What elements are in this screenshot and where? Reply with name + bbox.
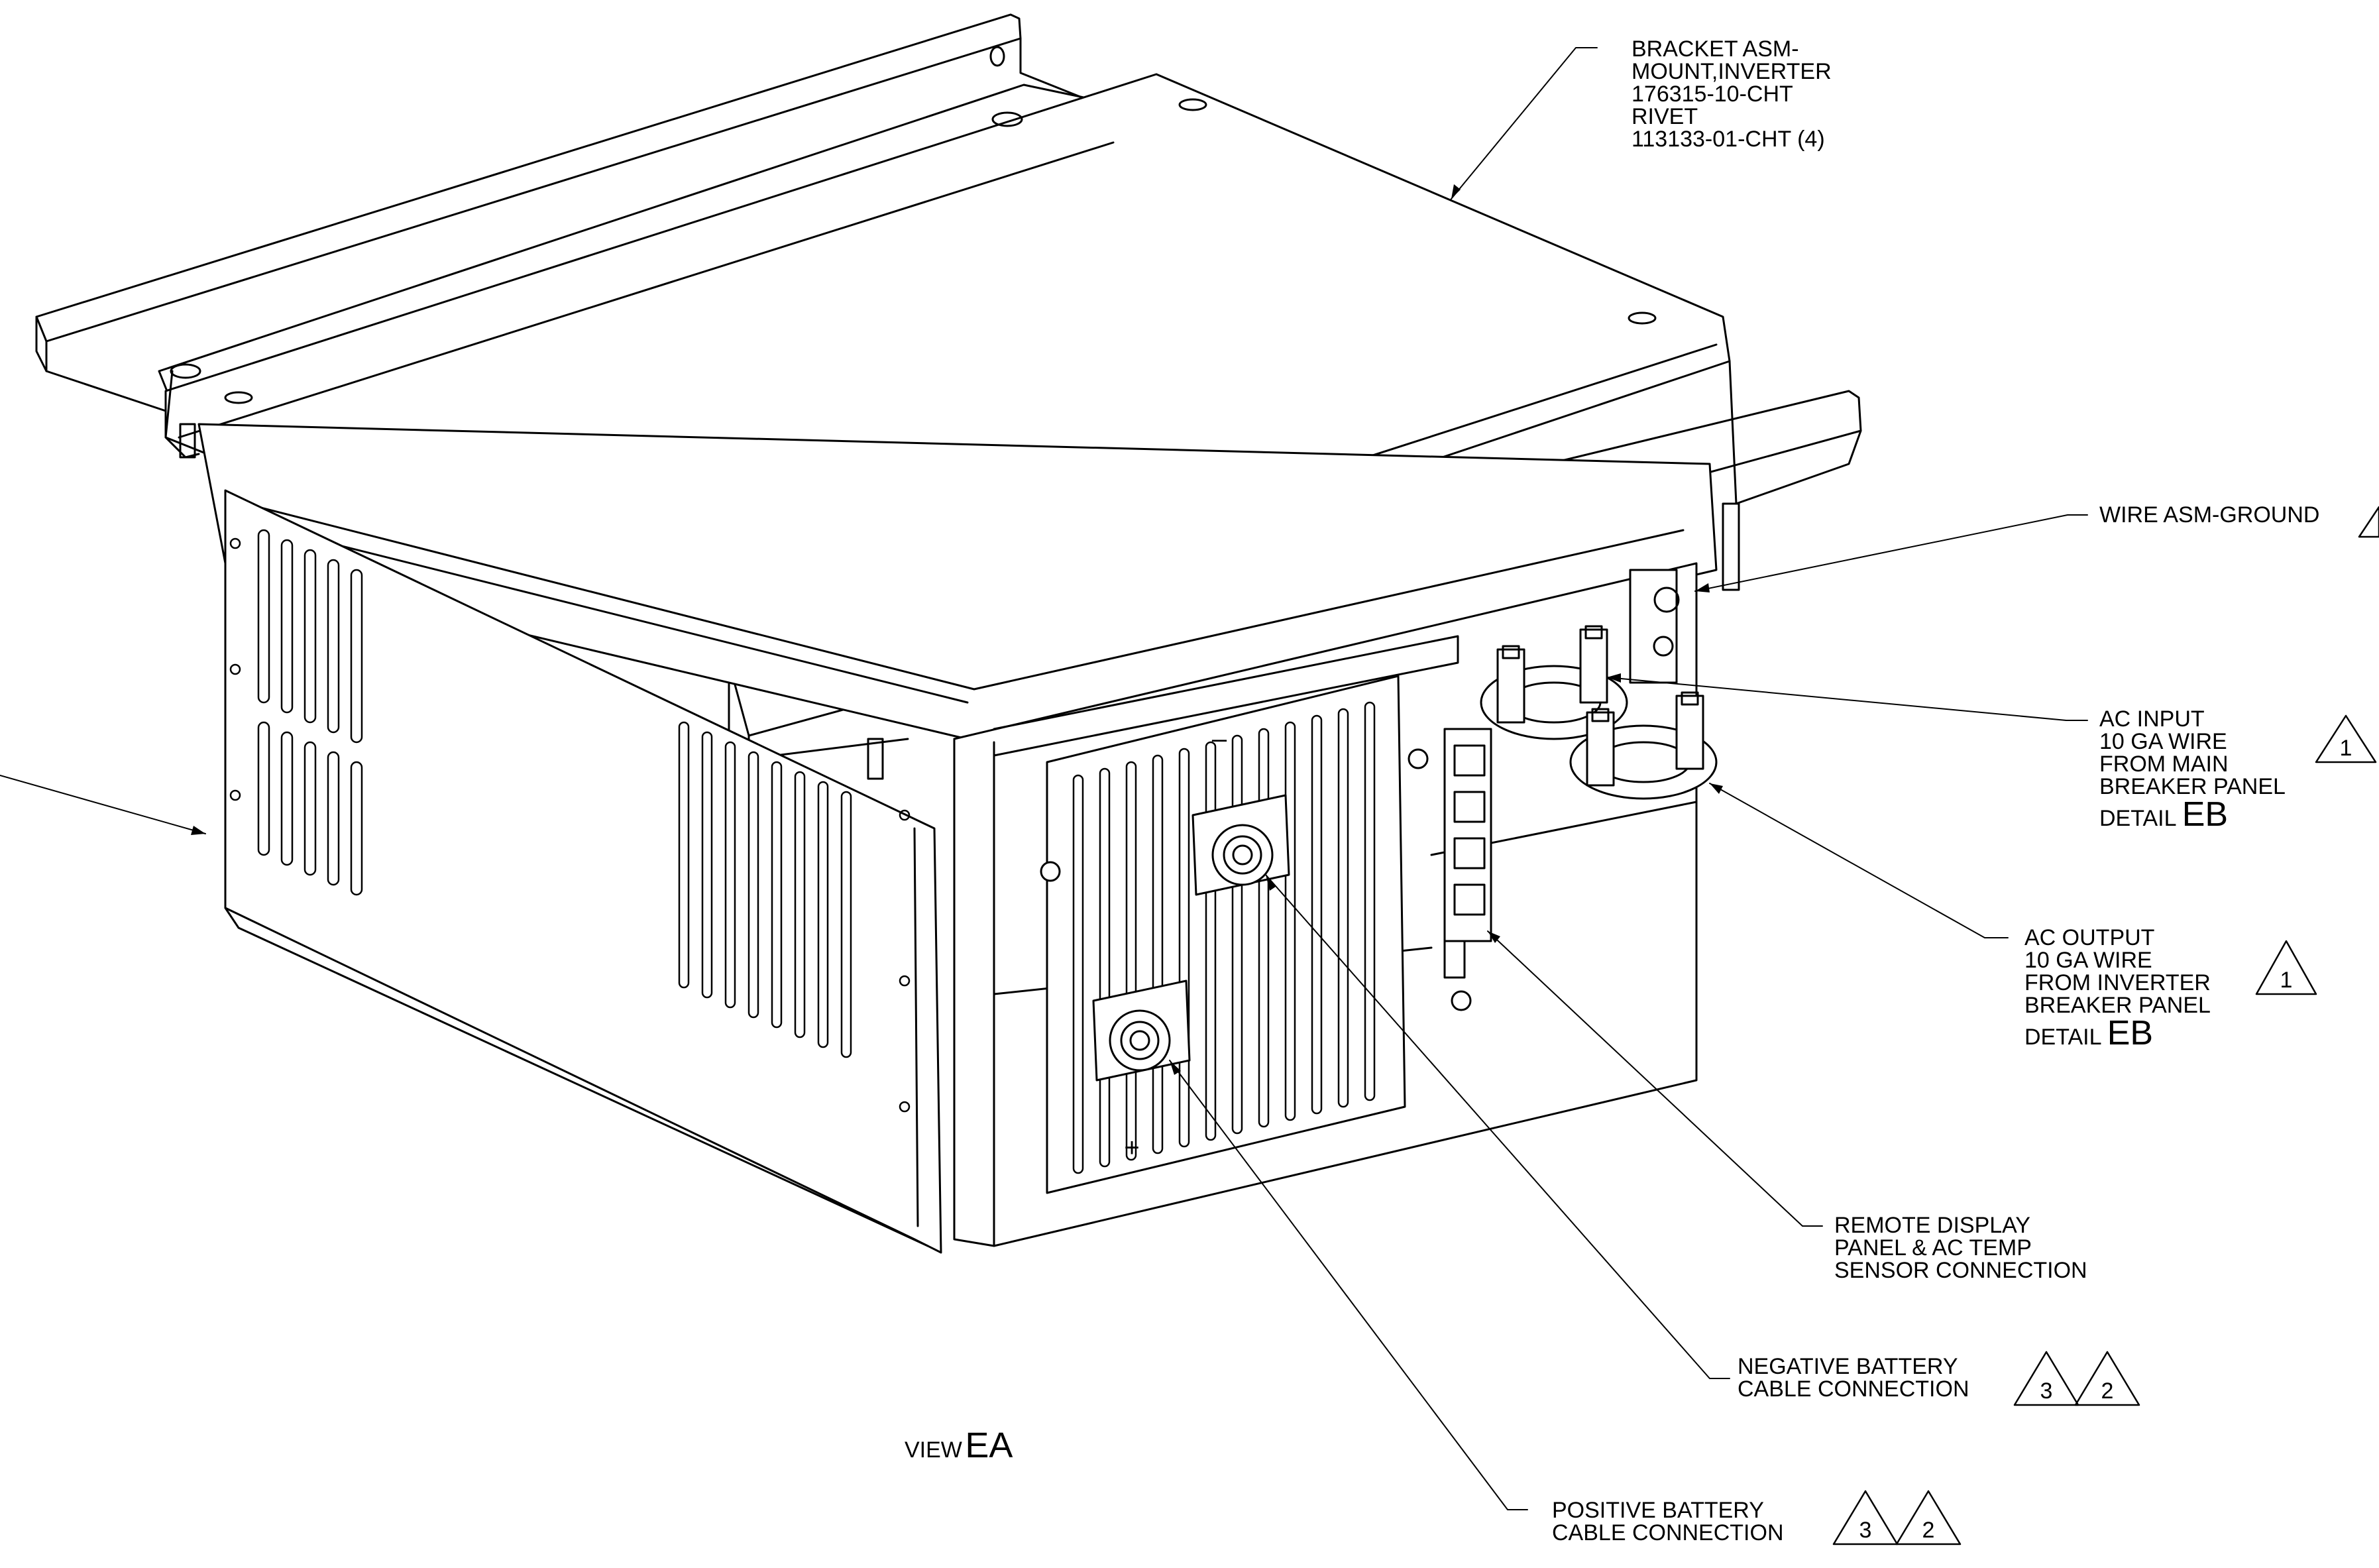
leader-arrows (191, 184, 1723, 1075)
callout-ac-input-detail-ref: EB (2182, 795, 2229, 834)
negative-terminal-mark: – (1212, 724, 1227, 754)
callout-ac-output-line-2: 10 GA WIRE (2024, 948, 2152, 973)
callout-ac-output-detail-ref: EB (2107, 1014, 2154, 1052)
flag-positive-2: 2 (1922, 1518, 1935, 1543)
callout-ac-output-detail-prefix: DETAIL (2024, 1025, 2101, 1050)
callout-ac-input-detail: DETAIL EB (2099, 797, 2286, 832)
rj-jack-panel (1443, 728, 1492, 1011)
callout-ground: WIRE ASM-GROUND (2099, 504, 2319, 526)
callout-bracket-line-3: 176315-10-CHT (1632, 82, 1793, 107)
callout-negative-line-1: NEGATIVE BATTERY (1738, 1354, 1958, 1379)
flag-positive-3: 3 (1859, 1518, 1872, 1543)
front-vent-plate (1040, 675, 1429, 1194)
callout-remote-display: REMOTE DISPLAY PANEL & AC TEMP SENSOR CO… (1834, 1214, 2087, 1282)
callout-negative-battery: NEGATIVE BATTERY CABLE CONNECTION (1738, 1355, 1969, 1400)
callout-ac-output-detail: DETAIL EB (2024, 1016, 2211, 1050)
callout-positive-line-1: POSITIVE BATTERY (1552, 1498, 1764, 1523)
callout-remote-line-2: PANEL & AC TEMP (1834, 1235, 2032, 1260)
callout-negative-line-2: CABLE CONNECTION (1738, 1376, 1969, 1402)
flag-negative-2: 2 (2101, 1378, 2114, 1404)
flag-negative-3: 3 (2040, 1378, 2053, 1404)
flag-notes (1832, 506, 2379, 1545)
callout-bracket: BRACKET ASM- MOUNT,INVERTER 176315-10-CH… (1632, 38, 1832, 150)
callout-ground-line-1: WIRE ASM-GROUND (2099, 502, 2320, 528)
ac-input-clamp (1480, 625, 1628, 740)
callout-ac-output-line-4: BREAKER PANEL (2024, 993, 2211, 1018)
flag-ac-input-1: 1 (2340, 736, 2352, 761)
callout-remote-line-1: REMOTE DISPLAY (1834, 1213, 2030, 1238)
callout-remote-line-3: SENSOR CONNECTION (1834, 1258, 2087, 1283)
callout-ac-output-line-1: AC OUTPUT (2024, 925, 2155, 950)
callout-positive-battery: POSITIVE BATTERY CABLE CONNECTION (1552, 1499, 1784, 1544)
flag-ac-output-1: 1 (2280, 968, 2293, 993)
callout-ac-input-line-1: AC INPUT (2099, 706, 2205, 732)
ground-lug (1629, 569, 1680, 684)
left-vents (229, 529, 911, 1113)
view-label-prefix: VIEW (905, 1437, 962, 1463)
callout-ac-input-line-3: FROM MAIN (2099, 752, 2229, 777)
callout-ac-output-line-3: FROM INVERTER (2024, 970, 2211, 995)
callout-bracket-line-1: BRACKET ASM- (1632, 36, 1799, 62)
callout-ac-input-detail-prefix: DETAIL (2099, 806, 2176, 831)
view-label: VIEW EA (905, 1425, 1013, 1466)
callout-ac-output: AC OUTPUT 10 GA WIRE FROM INVERTER BREAK… (2024, 925, 2211, 1050)
callout-bracket-line-4: RIVET (1632, 104, 1698, 129)
callout-ac-input-line-4: BREAKER PANEL (2099, 774, 2286, 799)
leader-lines (0, 47, 2088, 1510)
positive-terminal-mark: + (1124, 1133, 1139, 1162)
view-label-ref: EA (965, 1426, 1013, 1465)
callout-positive-line-2: CABLE CONNECTION (1552, 1520, 1784, 1545)
callout-bracket-line-5: 113133-01-CHT (4) (1632, 127, 1825, 152)
callout-bracket-line-2: MOUNT,INVERTER (1632, 59, 1832, 84)
callout-ac-input-line-2: 10 GA WIRE (2099, 729, 2227, 754)
ac-output-clamp (1569, 691, 1718, 800)
callout-ac-input: AC INPUT 10 GA WIRE FROM MAIN BREAKER PA… (2099, 706, 2286, 832)
